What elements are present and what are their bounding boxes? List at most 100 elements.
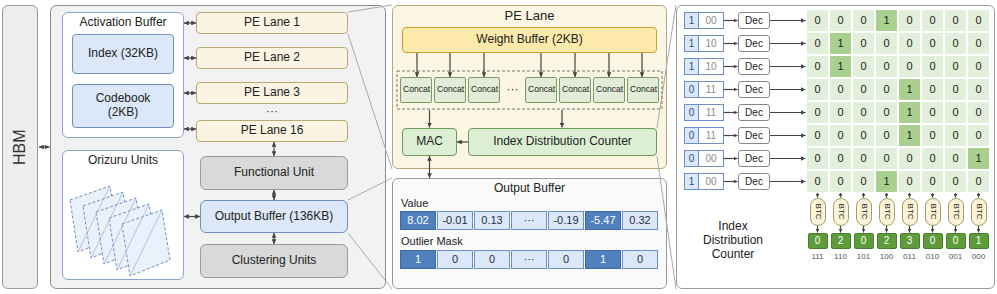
- label-text: 0: [837, 152, 843, 165]
- label-text: 8.02: [407, 214, 428, 227]
- onehot-cell: 1: [829, 32, 852, 55]
- count-cell: 0: [808, 233, 828, 249]
- label-text: 0: [814, 175, 820, 188]
- label-text: 0: [952, 83, 958, 96]
- lane-box: PE Lane 16: [196, 120, 348, 142]
- onehot-cell: 0: [806, 78, 829, 101]
- bit-counter-box: BTC: [833, 198, 849, 226]
- label-text: 0: [952, 14, 958, 27]
- zoom-line: [348, 178, 392, 200]
- index-bits: 11: [698, 127, 724, 144]
- mask-cell: 0: [437, 250, 473, 269]
- onehot-cell: 0: [944, 55, 967, 78]
- onehot-cell: 0: [806, 147, 829, 170]
- label-text: 0: [930, 235, 936, 247]
- label-text: 2: [838, 235, 844, 247]
- onehot-cell: 0: [967, 55, 990, 78]
- concat-group: [397, 71, 662, 109]
- onehot-cell: 0: [921, 9, 944, 32]
- label-text: 0: [975, 37, 981, 50]
- arrow: [817, 193, 818, 198]
- label-text: 0: [814, 129, 820, 142]
- label-text: 0: [689, 153, 695, 165]
- label-text: 0: [563, 253, 569, 266]
- label-text: 0: [837, 83, 843, 96]
- node-label: BTC: [859, 204, 868, 220]
- label-text: 0: [929, 83, 935, 96]
- node-label: PE Lane: [393, 6, 666, 24]
- label-text: 0: [906, 152, 912, 165]
- lane-panel: PE LaneWeight Buffer (2KB)ConcatConcatCo…: [392, 5, 667, 169]
- bin-code: 111: [806, 251, 829, 262]
- connector: [429, 156, 430, 178]
- node-label: BTC: [905, 204, 914, 220]
- origami-sheet: [109, 204, 157, 270]
- fold-line: [130, 210, 162, 276]
- label-text: 1: [976, 235, 982, 247]
- zoom-line: [348, 34, 392, 169]
- fold-line: [91, 192, 123, 258]
- bin-code: 100: [875, 251, 898, 262]
- index-bit: 0: [684, 150, 699, 167]
- zoom-line: [348, 5, 392, 12]
- label-text: 10: [705, 38, 716, 50]
- arrow: [955, 226, 956, 233]
- onehot-cell: 0: [829, 78, 852, 101]
- onehot-cell: 0: [898, 170, 921, 193]
- node-label: Concat: [630, 85, 656, 95]
- onehot-cell: 0: [875, 124, 898, 147]
- arrow: [770, 181, 806, 182]
- index-bit: 1: [684, 58, 699, 75]
- decoder-box: Dec: [738, 12, 770, 29]
- value-cell: 0.13: [474, 211, 510, 230]
- node-label: Dec: [745, 15, 763, 27]
- bit-counter-box: BTC: [948, 198, 964, 226]
- onehot-cell: 1: [875, 170, 898, 193]
- onehot-cell: 0: [875, 55, 898, 78]
- arrow: [932, 226, 933, 233]
- label-text: 0: [860, 83, 866, 96]
- mask-cell: ···: [511, 250, 547, 269]
- zoom-line: [657, 5, 676, 128]
- node-label: Dec: [745, 107, 763, 119]
- value-cell: 8.02: [400, 211, 436, 230]
- label-text: 0: [975, 83, 981, 96]
- zoom-line: [657, 156, 676, 289]
- arrow: [770, 158, 806, 159]
- connector: [457, 141, 468, 142]
- label-text: 0: [860, 152, 866, 165]
- onehot-cell: 0: [806, 55, 829, 78]
- label-text: 0: [837, 129, 843, 142]
- label-text: 0: [883, 83, 889, 96]
- label-text: 0: [929, 14, 935, 27]
- node-label: Index Distribution Counter: [691, 220, 775, 261]
- label-text: ···: [266, 105, 278, 119]
- label-text: 0: [860, 14, 866, 27]
- label-text: 1: [689, 61, 695, 73]
- node-label: Activation Buffer: [63, 13, 183, 30]
- onehot-cell: 0: [898, 9, 921, 32]
- node-label: Concat: [528, 85, 554, 95]
- node-label: HBM: [11, 129, 29, 165]
- arrow: [909, 193, 910, 198]
- bin-code: 110: [829, 251, 852, 262]
- connector: [449, 53, 450, 77]
- label-text: 0: [929, 37, 935, 50]
- decoder-box: Dec: [738, 81, 770, 98]
- node-label: Functional Unit: [234, 166, 314, 180]
- onehot-cell: 0: [921, 78, 944, 101]
- node-label: Index Distribution Counter: [493, 135, 632, 149]
- unit-box: Functional Unit: [200, 156, 348, 190]
- node-label: BTC: [882, 204, 891, 220]
- onehot-cell: 0: [921, 124, 944, 147]
- label-text: 11: [706, 84, 716, 96]
- index-bits: 00: [698, 173, 724, 190]
- bin-code: 010: [921, 251, 944, 262]
- onehot-cell: 0: [829, 124, 852, 147]
- label-text: 3: [907, 235, 913, 247]
- label-text: 0: [952, 129, 958, 142]
- onehot-cell: 0: [944, 101, 967, 124]
- node-label: MAC: [416, 135, 443, 149]
- value-cell: ···: [511, 211, 547, 230]
- mac-box: MAC: [402, 128, 457, 156]
